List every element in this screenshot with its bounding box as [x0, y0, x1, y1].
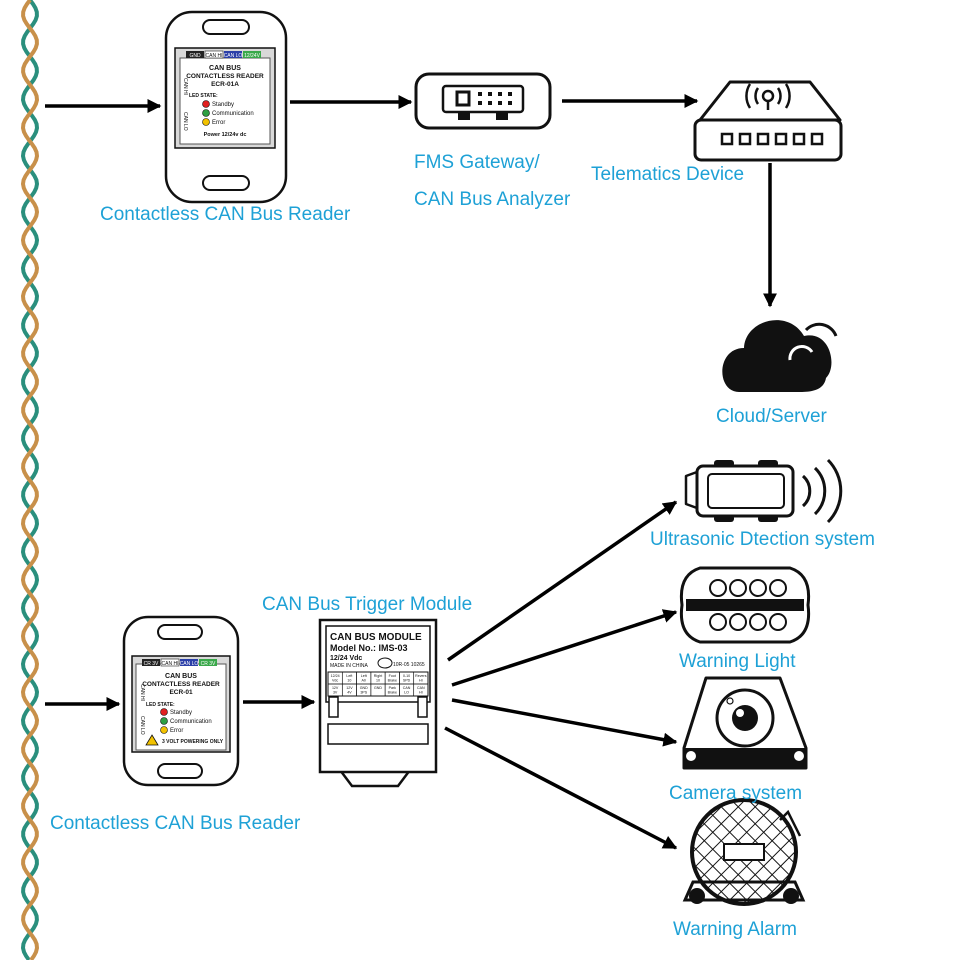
reader-top-side-hi: CAN HI [182, 78, 188, 95]
reader-top-led-3: Error [212, 120, 225, 126]
module-terminal-label: A0 [362, 679, 366, 683]
reader-top-title-2: CONTACTLESS READER [186, 73, 264, 80]
reader-top-led-title: LED STATE: [189, 93, 218, 99]
arrow-module-to-ultrasonic [447, 500, 678, 662]
warning-alarm-icon [682, 798, 806, 906]
reader-bottom-tag-3: CAN LO [180, 661, 199, 667]
reader-bottom-title-2: CONTACTLESS READER [142, 681, 220, 688]
reader-bottom-tag-4: CR 3V [201, 661, 216, 667]
reader-bottom-led-2: Communication [170, 719, 212, 725]
arrow-module-to-camera [451, 698, 678, 747]
module-cert: 10R-05 10265 [393, 662, 425, 668]
module-terminal-label: 12V [332, 686, 339, 690]
reader-bottom-tag-2: CAN HI [162, 661, 179, 667]
reader-top-led-2: Communication [212, 111, 254, 117]
label-gateway-line1: FMS Gateway/ [414, 152, 540, 173]
contactless-reader-bottom: CR 3V CAN HI CAN LO CR 3V CAN BUS CONTAC… [122, 615, 240, 787]
module-terminal-label: 3V [333, 691, 338, 695]
cloud-icon [722, 320, 838, 392]
label-reader-bottom: Contactless CAN Bus Reader [50, 813, 301, 834]
module-terminal-label: LO [404, 691, 409, 695]
camera-icon [682, 676, 808, 770]
reader-top-led-1: Standby [212, 102, 234, 108]
module-voltage: 12/24 Vdc [330, 655, 362, 662]
reader-top-tag-4: 12/24V [244, 53, 261, 59]
module-terminal-label: 10 [347, 679, 351, 683]
module-title: CAN BUS MODULE [330, 632, 422, 643]
module-made: MADE IN CHINA [330, 663, 368, 669]
fms-gateway-device [414, 72, 552, 130]
module-terminal-label: Vdc [332, 679, 338, 683]
reader-bottom-led-1: Standby [170, 710, 192, 716]
label-cloud: Cloud/Server [716, 406, 828, 427]
contactless-reader-top: GND CAN HI CAN LO 12/24V CAN BUS CONTACT… [164, 10, 288, 204]
module-terminal-label: GND [360, 686, 368, 690]
can-bus-trigger-module: CAN BUS MODULE Model No.: IMS-03 12/24 V… [318, 618, 438, 788]
module-terminal-label: Brake [388, 691, 397, 695]
ultrasonic-sensor-icon [684, 458, 843, 524]
label-reader-top: Contactless CAN Bus Reader [100, 204, 351, 225]
reader-bottom-model: ECR-01 [169, 689, 193, 696]
label-camera: Camera system [669, 783, 802, 804]
module-terminal-label: Left [346, 674, 352, 678]
module-terminal-label: 4V [347, 691, 352, 695]
warning-light-icon [679, 566, 811, 644]
arrow-module-to-alarm [444, 726, 678, 850]
flow-arrows [45, 94, 777, 850]
module-terminal-label: Left [361, 674, 367, 678]
module-terminal-label: CAN [417, 686, 425, 690]
module-terminal-label: HI [419, 679, 423, 683]
warning-triangle-icon [145, 734, 159, 746]
module-terminal-label: 12/24 [331, 674, 340, 678]
module-terminal-label: 10 [376, 679, 380, 683]
module-terminal-label: Brake [388, 679, 397, 683]
module-terminal-label: HI [419, 691, 423, 695]
reader-bottom-side-hi: CAN HI [139, 684, 145, 701]
module-terminal-label: GND [374, 686, 382, 690]
arrow-module-to-warning-light [451, 609, 678, 687]
label-alarm: Warning Alarm [673, 919, 797, 940]
module-terminal-label: Park [389, 686, 397, 690]
reader-bottom-title-1: CAN BUS [165, 673, 197, 680]
module-terminal-label: SPD [403, 679, 411, 683]
reader-top-power: Power 12/24v dc [204, 132, 247, 138]
reader-top-tag-3: CAN LO [224, 53, 243, 59]
module-terminal-label: 0-10 [403, 674, 410, 678]
module-terminal-label: 3PS [360, 691, 367, 695]
reader-top-side-lo: CAN LO [182, 112, 188, 131]
reader-bottom-led-3: Error [170, 728, 183, 734]
reader-top-tag-1: GND [189, 53, 201, 59]
module-terminal-label: CAN [403, 686, 411, 690]
reader-bottom-tag-1: CR 3V [144, 661, 159, 667]
reader-bottom-warn: 3 VOLT POWERING ONLY [162, 739, 224, 745]
reader-top-title-1: CAN BUS [209, 65, 241, 72]
telematics-device [693, 80, 843, 162]
label-telematics: Telematics Device [591, 164, 744, 185]
module-terminal-label: Right [374, 674, 382, 678]
reader-bottom-side-lo: CAN LO [139, 716, 145, 735]
reader-top-model: ECR-01A [211, 81, 239, 88]
module-terminal-table: 12/24VdcLeft10LeftA0Right10FootBrake0-10… [327, 671, 429, 697]
reader-bottom-led-title: LED STATE: [146, 702, 175, 708]
label-warning-light: Warning Light [679, 651, 796, 672]
wireless-signal-icon [745, 83, 791, 110]
module-terminal-label: 12V [346, 686, 353, 690]
label-trigger-module: CAN Bus Trigger Module [262, 594, 472, 615]
module-terminal-label: Revers [415, 674, 427, 678]
label-ultrasonic: Ultrasonic Dtection system [650, 529, 875, 550]
label-gateway-line2: CAN Bus Analyzer [414, 189, 571, 210]
module-model: Model No.: IMS-03 [330, 643, 408, 653]
wire-tan [20, 0, 40, 960]
module-terminal-label: Foot [389, 674, 396, 678]
twisted-wire-pair [20, 0, 40, 960]
reader-top-tag-2: CAN HI [206, 53, 223, 59]
